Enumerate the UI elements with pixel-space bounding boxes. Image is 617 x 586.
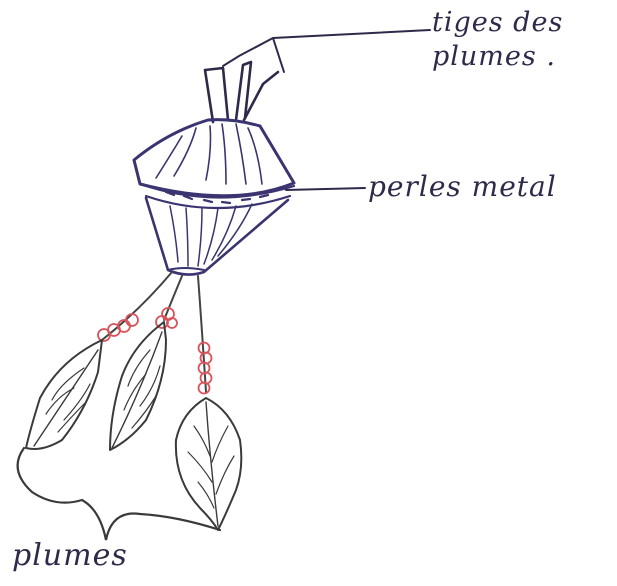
label-tiges-des-plumes: tiges des plumes . xyxy=(432,6,563,74)
lower-cone xyxy=(146,198,288,275)
label-plumes: plumes xyxy=(12,538,128,574)
label-perles-metal: perles metal xyxy=(368,170,557,204)
leader-line-perles xyxy=(286,188,365,190)
feather-right xyxy=(176,398,241,530)
feather-left xyxy=(26,340,102,449)
label-tiges-line1: tiges des xyxy=(432,6,563,40)
leader-line-tiges xyxy=(223,30,430,72)
label-tiges-line2: plumes . xyxy=(432,40,563,74)
feather-middle xyxy=(110,322,166,450)
feather-strings xyxy=(102,272,206,392)
upper-cone xyxy=(134,120,294,196)
feather-stems xyxy=(205,62,278,122)
